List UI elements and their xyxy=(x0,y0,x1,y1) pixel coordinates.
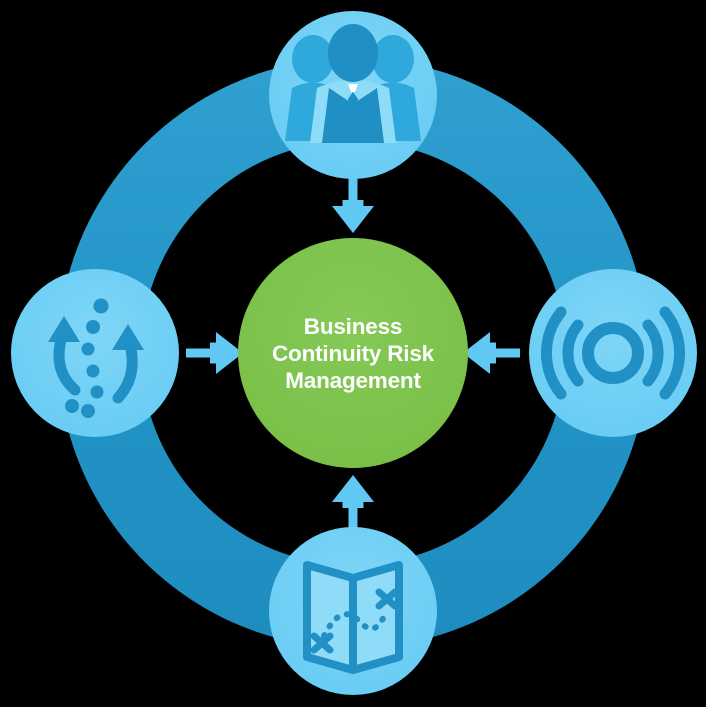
recovery-dots xyxy=(65,298,109,418)
node-left-recovery[interactable] xyxy=(11,269,179,437)
route-map-icon xyxy=(303,561,403,674)
signal-broadcast-icon xyxy=(540,306,686,400)
node-bottom-map[interactable] xyxy=(269,527,437,695)
people-team-icon xyxy=(285,24,421,143)
arrow-bottom-to-center xyxy=(332,475,374,532)
node-right-signal[interactable] xyxy=(529,269,697,437)
arrow-right-to-center xyxy=(463,332,520,374)
center-hub[interactable] xyxy=(238,238,468,468)
recovery-arrowhead-left xyxy=(48,316,80,342)
recovery-arrowhead-right xyxy=(112,324,144,350)
arrow-group xyxy=(186,176,520,532)
arrow-top-to-center xyxy=(332,176,374,233)
node-top-people[interactable] xyxy=(269,11,437,179)
arrow-left-to-center xyxy=(186,332,243,374)
